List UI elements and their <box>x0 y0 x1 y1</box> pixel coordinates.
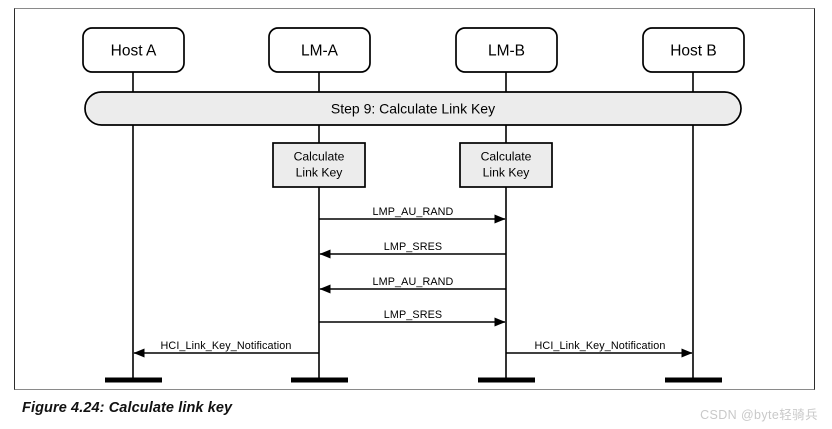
diagram-frame: Host A LM-A LM-B Host B Step 9: Calculat… <box>14 8 815 390</box>
lifeline-box-lm-a[interactable] <box>268 27 371 73</box>
lifeline-label-lm-b: LM-B <box>488 43 525 60</box>
lifeline-box-host-b[interactable] <box>642 27 745 73</box>
lifeline-head-host-a[interactable]: Host A <box>82 27 185 73</box>
message-hci-link-key-notification-left[interactable]: HCI_Link_Key_Notification <box>133 340 319 358</box>
activation-shape-lm-b[interactable] <box>459 142 553 188</box>
message-label-lmp-sres-2: LMP_SRES <box>384 309 442 321</box>
lifeline-label-host-a: Host A <box>111 43 157 60</box>
activation-label-lm-a-line2: Link Key <box>296 166 344 180</box>
message-lmp-au-rand-1[interactable]: LMP_AU_RAND <box>319 206 506 224</box>
lifeline-label-host-b: Host B <box>670 43 717 60</box>
step-bar-label: Step 9: Calculate Link Key <box>331 101 495 117</box>
activation-shape-lm-a[interactable] <box>272 142 366 188</box>
lifeline-head-lm-a[interactable]: LM-A <box>268 27 371 73</box>
activation-box-lm-a[interactable]: Calculate Link Key <box>272 142 366 188</box>
message-lmp-sres-1[interactable]: LMP_SRES <box>319 241 506 259</box>
watermark-text: CSDN @byte轻骑兵 <box>700 408 818 422</box>
lifeline-box-lm-b[interactable] <box>455 27 558 73</box>
lifeline-head-lm-b[interactable]: LM-B <box>455 27 558 73</box>
message-lmp-au-rand-2[interactable]: LMP_AU_RAND <box>319 276 506 294</box>
lifeline-box-host-a[interactable] <box>82 27 185 73</box>
step-bar[interactable]: Step 9: Calculate Link Key <box>84 91 742 126</box>
message-label-hci-right: HCI_Link_Key_Notification <box>535 340 666 352</box>
message-label-lmp-au-rand-1: LMP_AU_RAND <box>373 206 454 218</box>
lifeline-head-host-b[interactable]: Host B <box>642 27 745 73</box>
activation-label-lm-b-line1: Calculate <box>481 150 532 164</box>
activation-label-lm-b-line2: Link Key <box>483 166 531 180</box>
sequence-diagram-canvas: Host A LM-A LM-B Host B Step 9: Calculat… <box>82 27 745 383</box>
step-bar-shape[interactable] <box>84 91 742 126</box>
message-lmp-sres-2[interactable]: LMP_SRES <box>319 309 506 327</box>
message-label-lmp-sres-1: LMP_SRES <box>384 241 442 253</box>
lifeline-label-lm-a: LM-A <box>301 43 339 60</box>
activation-label-lm-a-line1: Calculate <box>294 150 345 164</box>
message-label-hci-left: HCI_Link_Key_Notification <box>161 340 292 352</box>
message-label-lmp-au-rand-2: LMP_AU_RAND <box>373 276 454 288</box>
activation-box-lm-b[interactable]: Calculate Link Key <box>459 142 553 188</box>
message-hci-link-key-notification-right[interactable]: HCI_Link_Key_Notification <box>506 340 693 358</box>
figure-caption: Figure 4.24: Calculate link key <box>22 400 233 416</box>
